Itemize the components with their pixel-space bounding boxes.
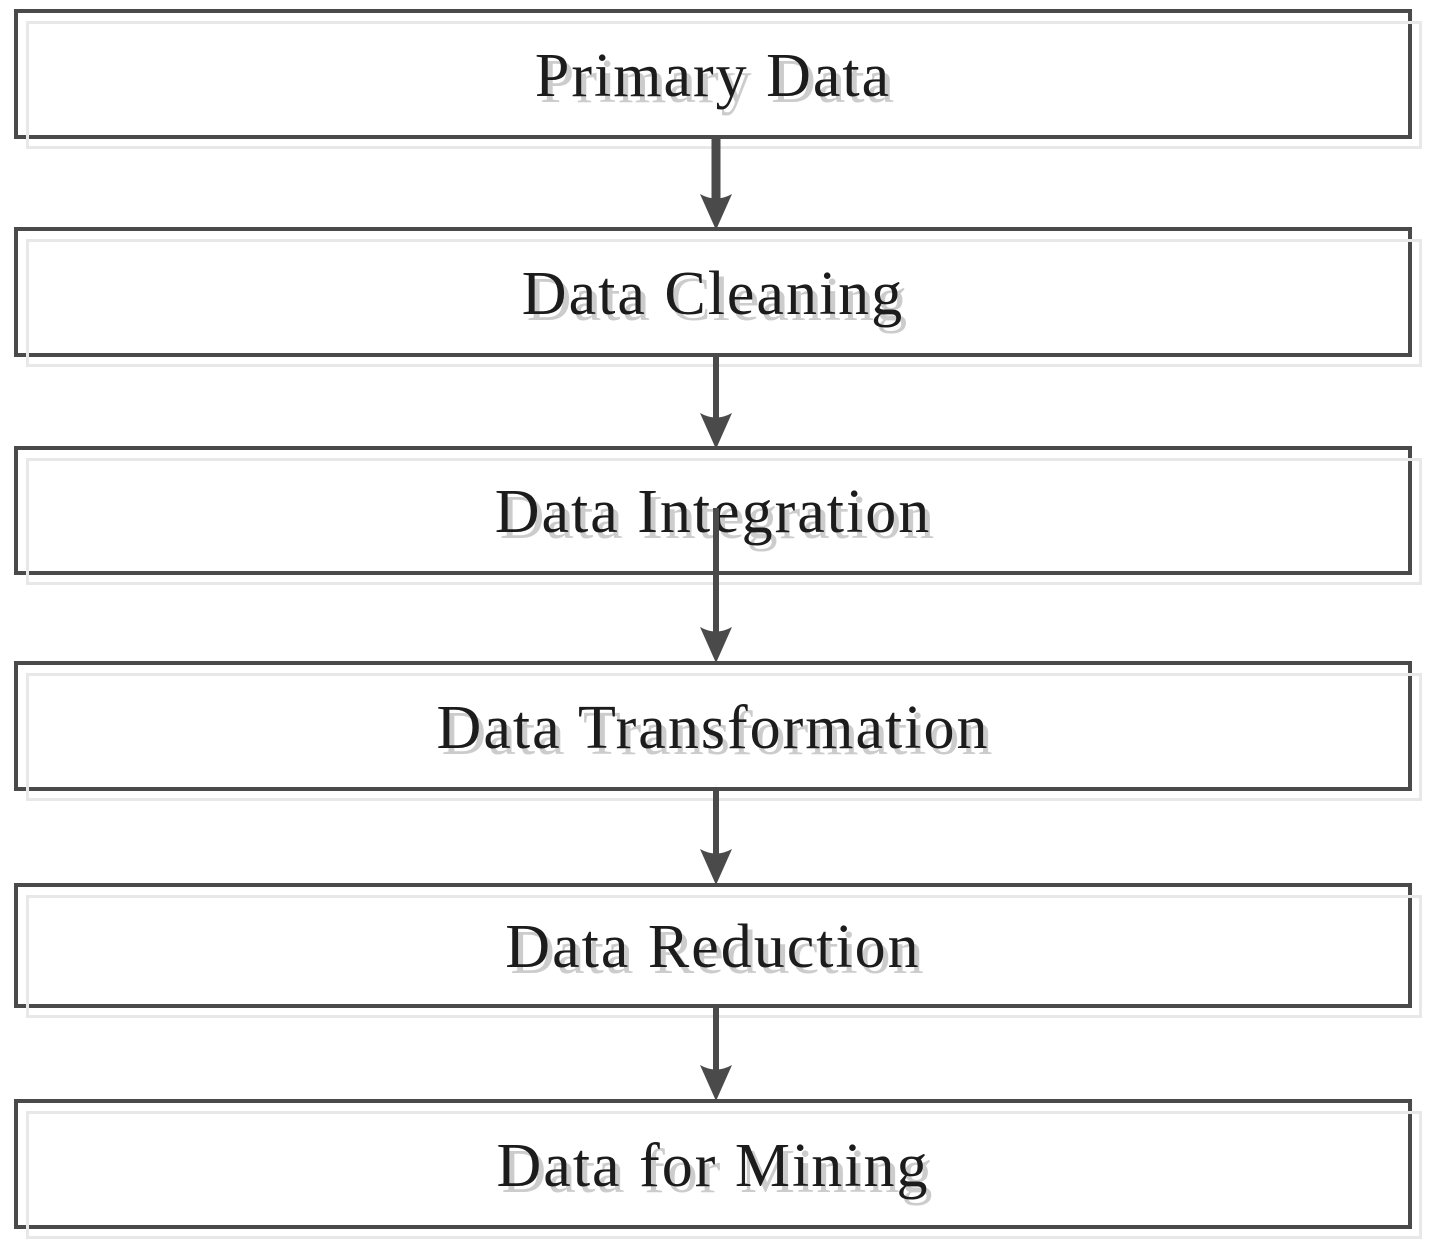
connector-arrow-5 — [700, 1008, 732, 1101]
flow-step-label: Primary Data — [534, 41, 892, 110]
arrow-shaft — [711, 139, 721, 204]
arrow-shaft — [713, 357, 719, 423]
arrow-head-icon — [700, 849, 732, 885]
flow-step-data-reduction: Data Reduction — [14, 883, 1422, 1018]
connector-arrow-1 — [700, 139, 732, 230]
arrow-shaft — [713, 791, 719, 859]
flow-step-label: Data Integration — [494, 478, 932, 546]
arrow-head-icon — [700, 1065, 732, 1101]
flow-step-label: Data Cleaning — [521, 259, 905, 328]
flow-step-data-transformation: Data Transformation — [14, 661, 1422, 801]
flow-step-data-for-mining: Data for Mining — [14, 1099, 1422, 1239]
arrow-head-icon — [700, 413, 732, 449]
connector-arrow-3 — [700, 508, 732, 663]
flow-step-primary-data: Primary Data — [14, 9, 1422, 149]
arrow-head-icon — [700, 627, 732, 663]
arrow-shaft — [713, 508, 719, 637]
flow-step-label: Data Reduction — [505, 913, 921, 981]
connector-arrow-2 — [700, 357, 732, 449]
flow-step-label: Data for Mining — [496, 1131, 930, 1200]
connector-arrow-4 — [700, 791, 732, 885]
arrow-shaft — [713, 1008, 719, 1075]
flow-step-label: Data Transformation — [436, 693, 990, 762]
arrow-head-icon — [700, 194, 732, 230]
flow-step-data-cleaning: Data Cleaning — [14, 227, 1422, 367]
